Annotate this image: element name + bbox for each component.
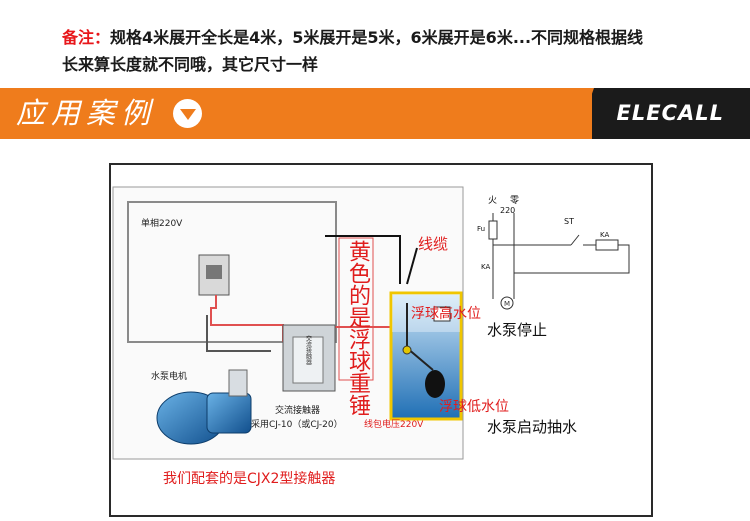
- relay-coil-icon: [595, 239, 619, 251]
- grey-wire: [206, 315, 271, 352]
- contactor-model-label: 采用CJ-10（或CJ-20）: [251, 418, 343, 430]
- section-banner: 应用案例 ELECALL: [0, 88, 750, 139]
- pump-head: [206, 392, 252, 434]
- fuse-icon: [488, 220, 498, 240]
- pump-outlet: [228, 369, 248, 397]
- banner-title: 应用案例: [16, 96, 157, 130]
- wiring-loop: [127, 201, 337, 343]
- voltage-label: 220: [500, 206, 515, 215]
- contactor-caption: 我们配套的是CJX2型接触器: [163, 470, 335, 487]
- banner-divider: [576, 88, 594, 139]
- switch-label: ST: [564, 217, 574, 226]
- motor-symbol: M: [504, 300, 510, 308]
- single-phase-label: 单相220V: [141, 217, 183, 229]
- contactor-label: 交流接触器: [275, 404, 320, 416]
- brand-logo: ELECALL: [616, 101, 724, 125]
- application-diagram: 交流接触器 M 单相220V 水泵电机 交流接触器 采用CJ-10（或CJ-2: [109, 163, 653, 517]
- vertical-note-box: [338, 237, 374, 381]
- schematic-return: [514, 244, 630, 274]
- contactor-box-text: 交流接触器: [305, 334, 312, 366]
- contactor-face: [292, 336, 324, 384]
- float-high-icon: [433, 306, 451, 322]
- coil-voltage-label: 线包电压220V: [364, 418, 424, 430]
- cable-label: 线缆: [418, 235, 448, 253]
- high-level-label: 浮球高水位: [411, 305, 481, 322]
- cable-pointer: [325, 235, 401, 284]
- switch-icon: [570, 234, 580, 246]
- note-label: 备注：: [62, 28, 111, 47]
- wiring-diagram: 交流接触器 M 单相220V 水泵电机 交流接触器 采用CJ-10（或CJ-2: [112, 186, 630, 487]
- fuse-label: Fu: [477, 225, 485, 233]
- breaker-handle: [206, 265, 222, 279]
- spec-note: 备注：规格4米展开全长是4米，5米展开是5米，6米展开是6米...不同规格根据线…: [62, 24, 732, 78]
- pump-motor-label: 水泵电机: [151, 370, 187, 382]
- note-line-1: 规格4米展开全长是4米，5米展开是5米，6米展开是6米...不同规格根据线: [110, 28, 644, 47]
- neutral-label: 零: [510, 195, 519, 206]
- coil-label: KA: [600, 231, 609, 239]
- counterweight-icon: [402, 345, 412, 355]
- contact-label: KA: [481, 263, 490, 271]
- note-line-2: 长来算长度就不同哦，其它尺寸一样: [62, 55, 319, 74]
- chevron-down-icon: [173, 99, 202, 128]
- live-label: 火: [488, 195, 497, 206]
- motor-icon: [500, 296, 514, 310]
- float-low-icon: [425, 370, 445, 398]
- cable-label-pointer: [406, 247, 418, 285]
- pump-stop-label: 水泵停止: [487, 321, 547, 339]
- low-level-label: 浮球低水位: [439, 399, 509, 415]
- pump-start-label: 水泵启动抽水: [487, 418, 577, 436]
- vertical-note: 黄色的是浮球重锤: [345, 240, 370, 416]
- banner-brand-area: [592, 88, 750, 139]
